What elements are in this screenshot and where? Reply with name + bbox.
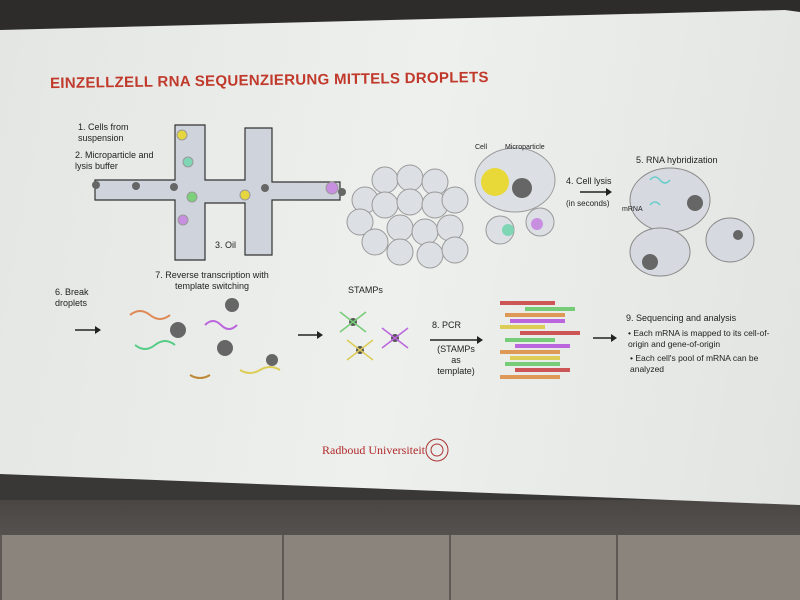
- diagram-graphics: [75, 124, 755, 462]
- stamps-label: STAMPs: [348, 285, 383, 295]
- cell-icons: [176, 129, 339, 226]
- bullet-2: • Each cell's pool of mRNA can be analyz…: [630, 353, 759, 374]
- cell-label: Cell: [475, 144, 488, 151]
- step-5-label: 5. RNA hybridization: [636, 155, 718, 165]
- mrna-label: mRNA: [622, 206, 643, 213]
- projected-slide: EINZELLZELL RNA SEQUENZIERUNG MITTELS DR…: [0, 10, 800, 505]
- bullet-1-text: Each mRNA is mapped to its cell-of-origi…: [628, 328, 770, 349]
- wall-panel: [282, 535, 449, 600]
- step-4-label: 4. Cell lysis: [566, 176, 612, 186]
- step-8-sublabel: (STAMPs as template): [437, 344, 475, 376]
- step-8-label: 8. PCR: [432, 320, 462, 330]
- step-2-label: 2. Microparticle and lysis buffer: [75, 150, 154, 171]
- university-seal-icon: [425, 438, 449, 462]
- university-logo-text: Radboud Universiteit: [322, 443, 425, 457]
- step-4-sublabel: (in seconds): [566, 199, 610, 208]
- droplet-with-cell-icon: [474, 147, 556, 245]
- microfluidic-channel-icon: [94, 124, 341, 261]
- pcr-products-icon: [500, 301, 580, 379]
- microparticle-icons: [92, 181, 346, 196]
- step-9-label: 9. Sequencing and analysis: [626, 313, 737, 323]
- step-3-label: 3. Oil: [215, 240, 237, 250]
- reverse-transcription-beads-icon: [170, 298, 278, 366]
- stamps-icon: [339, 311, 409, 361]
- bullet-2-text: Each cell's pool of mRNA can be analyzed: [630, 353, 759, 374]
- droplet-cluster-icon: [346, 164, 469, 269]
- wall-panel: [0, 535, 282, 600]
- bullet-1: • Each mRNA is mapped to its cell-of-ori…: [628, 328, 770, 349]
- step-7-label: 7. Reverse transcription with template s…: [155, 270, 269, 291]
- microparticle-label: Microparticle: [505, 144, 545, 151]
- wall-panel: [449, 535, 616, 600]
- step-1-label: 1. Cells from suspension: [78, 122, 129, 143]
- wall-panel: [616, 535, 800, 600]
- step-6-label: 6. Break droplets: [55, 287, 89, 308]
- arrow-icon: [606, 188, 612, 196]
